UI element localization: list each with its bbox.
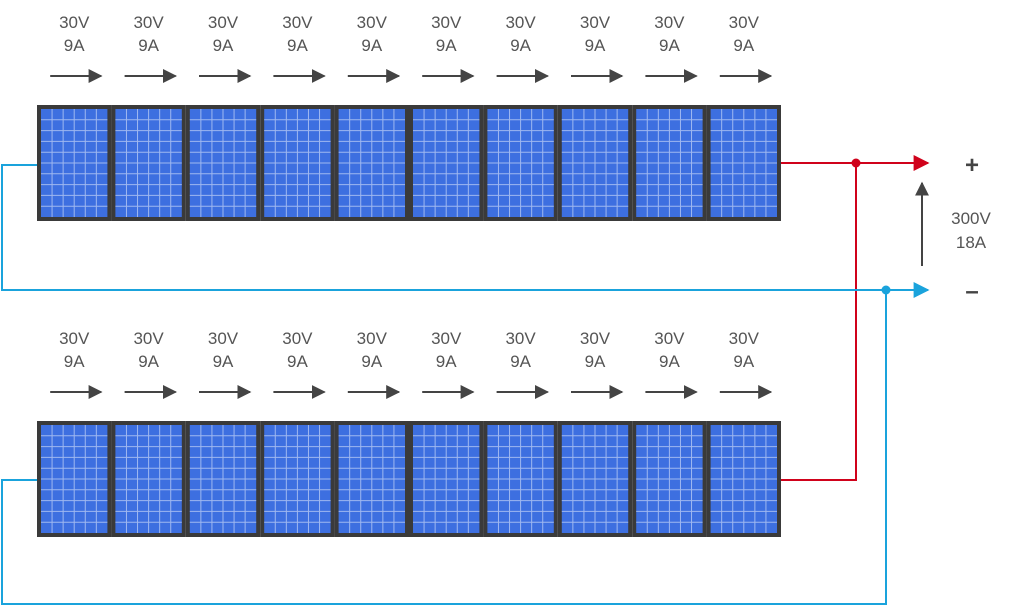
string-1-module-1-current: 9A xyxy=(64,36,85,55)
string-2-solar-panel-3 xyxy=(185,421,261,537)
string-1-solar-panel-3 xyxy=(185,105,261,221)
string-1-module-8-current: 9A xyxy=(585,36,606,55)
string-2-solar-panel-6 xyxy=(409,421,484,537)
panel-cell-grid xyxy=(561,109,629,217)
panel-cell-grid xyxy=(41,109,108,217)
string-2-module-4-current: 9A xyxy=(287,352,308,371)
positive-junction xyxy=(851,158,861,168)
panel-cell-grid xyxy=(636,425,703,533)
wiring xyxy=(1,155,930,605)
string-1-module-6-voltage: 30V xyxy=(431,13,462,32)
panel-cell-grid xyxy=(115,109,182,217)
string-2-module-5-voltage: 30V xyxy=(357,329,388,348)
string-2-module-4-voltage: 30V xyxy=(282,329,313,348)
string-1-module-5-voltage: 30V xyxy=(357,13,388,32)
panel-cell-grid xyxy=(338,109,405,217)
string-2-solar-panel-1 xyxy=(37,421,112,537)
panel-cell-grid xyxy=(413,425,480,533)
panel-cell-grid xyxy=(264,425,331,533)
string-1-module-8-voltage: 30V xyxy=(580,13,611,32)
string-2-module-1-voltage: 30V xyxy=(59,329,90,348)
string-2-module-6-current: 9A xyxy=(436,352,457,371)
string-2-module-6-voltage: 30V xyxy=(431,329,462,348)
panel-cell-grid xyxy=(561,425,629,533)
panel-cell-grid xyxy=(710,109,777,217)
negative-junction xyxy=(881,285,891,295)
string-1-module-9-current: 9A xyxy=(659,36,680,55)
string-1-module-4-voltage: 30V xyxy=(282,13,313,32)
string-2-module-1-current: 9A xyxy=(64,352,85,371)
panel-cell-grid xyxy=(710,425,777,533)
string-1-module-7-voltage: 30V xyxy=(505,13,536,32)
output-terminals: + – 300V 18A xyxy=(915,152,992,305)
string-1-module-9-voltage: 30V xyxy=(654,13,685,32)
string-1-solar-panel-7 xyxy=(483,105,558,221)
output-voltage-label: 300V xyxy=(951,209,991,228)
string-2-module-7-voltage: 30V xyxy=(505,329,536,348)
panel-cell-grid xyxy=(487,425,554,533)
string-2-solar-panel-10 xyxy=(706,421,781,537)
panel-cell-grid xyxy=(413,109,480,217)
string-2-module-2-current: 9A xyxy=(138,352,159,371)
string-2-solar-panel-5 xyxy=(334,421,409,537)
string-1-module-1-voltage: 30V xyxy=(59,13,90,32)
string-1-module-3-current: 9A xyxy=(213,36,234,55)
string-2-module-9-current: 9A xyxy=(659,352,680,371)
string-2-module-2-voltage: 30V xyxy=(133,329,164,348)
negative-terminal-label: – xyxy=(965,278,978,305)
string-1-solar-panel-8 xyxy=(557,105,633,221)
panel-cell-grid xyxy=(636,109,703,217)
panel-cell-grid xyxy=(487,109,554,217)
string-2-negative-wire xyxy=(1,290,887,605)
string-2-module-7-current: 9A xyxy=(510,352,531,371)
string-1-negative-wire xyxy=(1,164,930,298)
string-1-module-6-current: 9A xyxy=(436,36,457,55)
string-2-module-10-current: 9A xyxy=(733,352,754,371)
string-1-solar-panel-1 xyxy=(37,105,112,221)
string-1-module-10-voltage: 30V xyxy=(729,13,760,32)
string-2-module-5-current: 9A xyxy=(361,352,382,371)
string-2-positive-wire xyxy=(781,163,857,481)
output-current-label: 18A xyxy=(956,233,987,252)
string-1-module-2-voltage: 30V xyxy=(133,13,164,32)
string-1-solar-panel-5 xyxy=(334,105,409,221)
panel-cell-grid xyxy=(115,425,182,533)
panel-string-1: 30V 9A 30V 9A 30V 9A 30V 9A 30V 9A 30V 9A 30V 9A 30V 9A… xyxy=(37,13,781,221)
string-1-solar-panel-2 xyxy=(111,105,186,221)
string-1-module-3-voltage: 30V xyxy=(208,13,239,32)
string-2-module-9-voltage: 30V xyxy=(654,329,685,348)
string-2-module-3-voltage: 30V xyxy=(208,329,239,348)
panel-cell-grid xyxy=(189,109,257,217)
string-2-solar-panel-8 xyxy=(557,421,633,537)
panel-cell-grid xyxy=(338,425,405,533)
string-1-solar-panel-6 xyxy=(409,105,484,221)
string-2-solar-panel-7 xyxy=(483,421,558,537)
string-2-solar-panel-9 xyxy=(632,421,707,537)
string-1-module-7-current: 9A xyxy=(510,36,531,55)
string-2-module-3-current: 9A xyxy=(213,352,234,371)
panel-string-2: 30V 9A 30V 9A 30V 9A 30V 9A 30V 9A 30V 9A 30V 9A 30V 9A… xyxy=(37,329,781,537)
string-2-solar-panel-4 xyxy=(260,421,335,537)
string-2-module-8-current: 9A xyxy=(585,352,606,371)
string-1-module-4-current: 9A xyxy=(287,36,308,55)
string-1-solar-panel-10 xyxy=(706,105,781,221)
panel-cell-grid xyxy=(41,425,108,533)
panel-cell-grid xyxy=(264,109,331,217)
string-1-module-2-current: 9A xyxy=(138,36,159,55)
string-1-module-10-current: 9A xyxy=(733,36,754,55)
string-1-solar-panel-9 xyxy=(632,105,707,221)
string-2-solar-panel-2 xyxy=(111,421,186,537)
string-1-module-5-current: 9A xyxy=(361,36,382,55)
string-2-module-8-voltage: 30V xyxy=(580,329,611,348)
string-2-module-10-voltage: 30V xyxy=(729,329,760,348)
string-1-solar-panel-4 xyxy=(260,105,335,221)
positive-terminal-label: + xyxy=(965,152,979,179)
panel-cell-grid xyxy=(189,425,257,533)
